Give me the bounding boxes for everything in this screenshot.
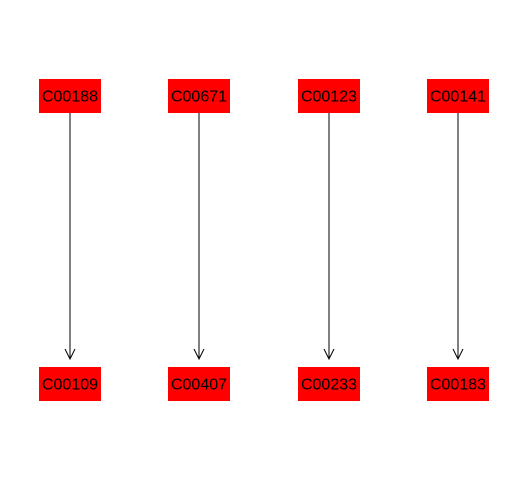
node-C00123[interactable]: C00123	[298, 79, 360, 113]
arrow-head-icon	[452, 348, 464, 361]
node-label: C00407	[171, 377, 227, 394]
node-C00671[interactable]: C00671	[168, 79, 230, 113]
node-label: C00141	[430, 89, 486, 106]
edge-C00123-C00233	[323, 113, 335, 361]
node-C00407[interactable]: C00407	[168, 367, 230, 401]
node-box[interactable]	[427, 79, 489, 113]
node-C00233[interactable]: C00233	[298, 367, 360, 401]
edge-C00671-C00407	[193, 113, 205, 361]
node-box[interactable]	[39, 367, 101, 401]
node-box[interactable]	[168, 367, 230, 401]
node-C00183[interactable]: C00183	[427, 367, 489, 401]
node-box[interactable]	[298, 367, 360, 401]
arrow-head-icon	[323, 348, 335, 361]
edge-C00141-C00183	[452, 113, 464, 361]
node-box[interactable]	[168, 79, 230, 113]
edge-C00188-C00109	[64, 113, 76, 361]
node-box[interactable]	[427, 367, 489, 401]
node-label: C00123	[301, 89, 357, 106]
node-label: C00233	[301, 377, 357, 394]
arrow-head-icon	[193, 348, 205, 361]
edges-layer	[64, 113, 464, 361]
node-C00109[interactable]: C00109	[39, 367, 101, 401]
arrow-head-icon	[64, 348, 76, 361]
node-label: C00188	[42, 89, 98, 106]
node-label: C00671	[171, 89, 227, 106]
node-C00188[interactable]: C00188	[39, 79, 101, 113]
node-box[interactable]	[39, 79, 101, 113]
node-label: C00109	[42, 377, 98, 394]
node-C00141[interactable]: C00141	[427, 79, 489, 113]
node-box[interactable]	[298, 79, 360, 113]
node-label: C00183	[430, 377, 486, 394]
